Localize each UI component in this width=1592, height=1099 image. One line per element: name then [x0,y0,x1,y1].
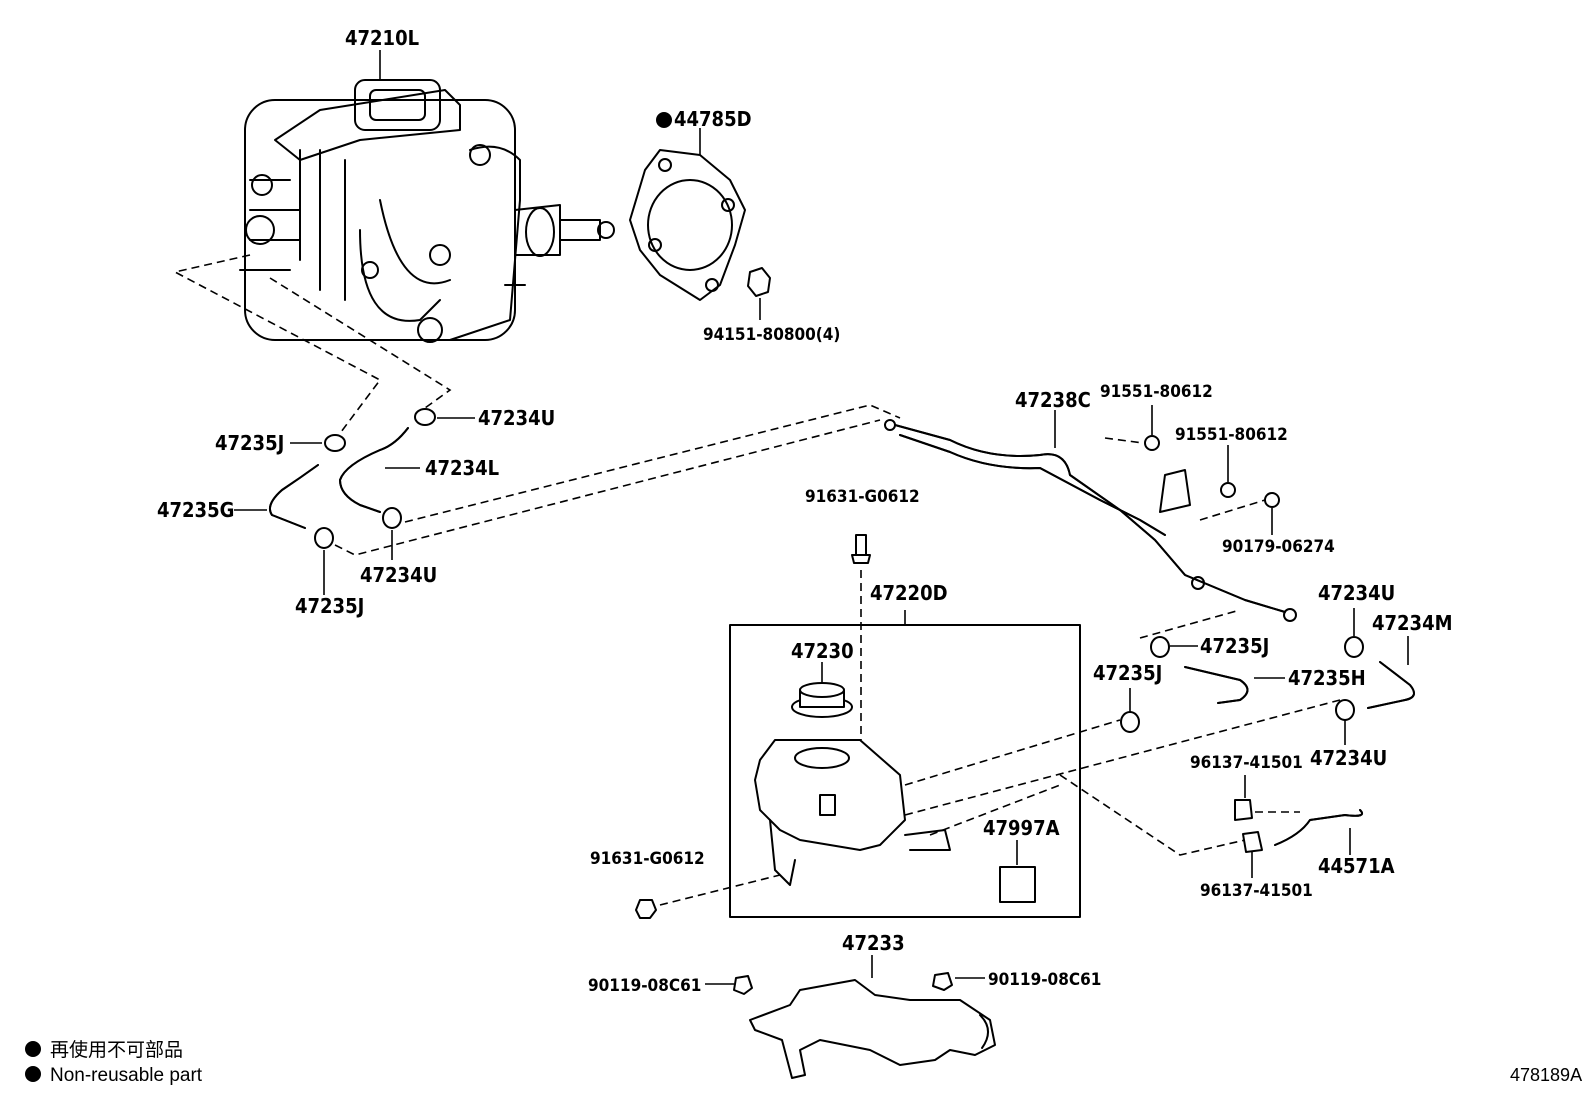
part-number-47234U-b: 47234U [360,563,437,587]
part-number-47235J-a: 47235J [215,431,284,455]
clip-47235J-right-lower: 47235J [1093,661,1162,733]
part-number-47997A: 47997A [983,816,1060,840]
part-number-47234U-c: 47234U [1318,581,1395,605]
part-number-47234L: 47234L [425,456,499,480]
clip-47234U-lower: 47234U [360,507,437,587]
part-number-44785D: 44785D [674,107,752,131]
part-number-47233: 47233 [842,931,905,955]
booster-gasket [629,149,746,301]
part-number-47238C: 47238C [1015,388,1091,412]
part-number-47235J-d: 47235J [1093,661,1162,685]
clip-47235J-right-upper: 47235J [1139,609,1269,658]
brake-booster-assembly [239,79,615,343]
part-number-90179-06274: 90179-06274 [1222,537,1335,557]
label-sticker-47997A: 47997A [983,816,1060,903]
bolt-90119-left: 90119-08C61 [588,975,753,996]
hose-47235G: 47235G [157,464,319,529]
part-number-96137-41501-a: 96137-41501 [1190,753,1303,773]
part-number-47235J-c: 47235J [1200,634,1269,658]
clip-96137-upper: 96137-41501 [1190,753,1303,821]
part-number-91631-G0612-top: 91631-G0612 [805,487,920,507]
booster-nut: 94151-80800(4) [703,267,840,345]
part-number-90119-08C61-left: 90119-08C61 [588,976,701,996]
legend-japanese: 再使用不可部品 [50,1039,183,1061]
part-number-47234M: 47234M [1372,611,1453,635]
part-number-47234U-a: 47234U [478,406,555,430]
non-reusable-dot-icon [656,112,672,128]
clip-47234U-right-lower: 47234U [1310,699,1387,770]
part-number-47220D: 47220D [870,581,948,605]
part-number-94151-80800: 94151-80800(4) [703,325,840,345]
legend: 再使用不可部品 Non-reusable part [25,1039,203,1086]
hose-44571A: 44571A [1274,809,1395,878]
part-number-47235J-b: 47235J [295,594,364,618]
part-number-44571A: 44571A [1318,854,1395,878]
brake-tube-47238C: 47238C [884,388,1297,622]
clip-96137-lower: 96137-41501 [1200,831,1313,901]
part-number-91551-80612-b: 91551-80612 [1175,425,1288,445]
clamp-90179: 90179-06274 [1199,492,1335,557]
part-number-47210L: 47210L [345,26,419,50]
clip-47234U-upper: 47234U [414,406,555,430]
reservoir-screw-bottom: 91631-G0612 [590,849,781,919]
clip-47235J-lower: 47235J [295,527,364,618]
part-number-47235G: 47235G [157,498,234,522]
part-number-91551-80612-a: 91551-80612 [1100,382,1213,402]
part-number-96137-41501-b: 96137-41501 [1200,881,1313,901]
bolt-90119-right: 90119-08C61 [932,970,1101,991]
reservoir-box: 47220D [729,581,1081,918]
reservoir-tank [754,739,951,886]
legend-english: Non-reusable part [50,1065,203,1086]
bolt-91551-a: 91551-80612 [1100,382,1213,451]
legend-bullet-icon [25,1066,41,1082]
part-number-47234U-d: 47234U [1310,746,1387,770]
bolt-91551-b: 91551-80612 [1175,425,1288,498]
part-number-91631-G0612-bottom: 91631-G0612 [590,849,705,869]
hose-47234M: 47234M [1367,611,1453,709]
reservoir-screw-top: 91631-G0612 [805,487,920,740]
hose-47235H: 47235H [1184,666,1366,704]
clip-47235J-upper: 47235J [215,431,346,455]
part-number-90119-08C61-right: 90119-08C61 [988,970,1101,990]
clip-47234U-right-upper: 47234U [1318,581,1395,658]
label-47210L: 47210L [345,26,419,80]
diagram-reference-number: 478189A [1510,1065,1582,1085]
part-number-47235H: 47235H [1288,666,1366,690]
part-number-47230: 47230 [791,639,854,663]
label-44785D: 44785D [656,107,752,155]
hose-47234L: 47234L [339,427,499,513]
legend-bullet-icon [25,1041,41,1057]
reservoir-bracket: 47233 [749,931,996,1079]
reservoir-cap: 47230 [791,639,854,718]
